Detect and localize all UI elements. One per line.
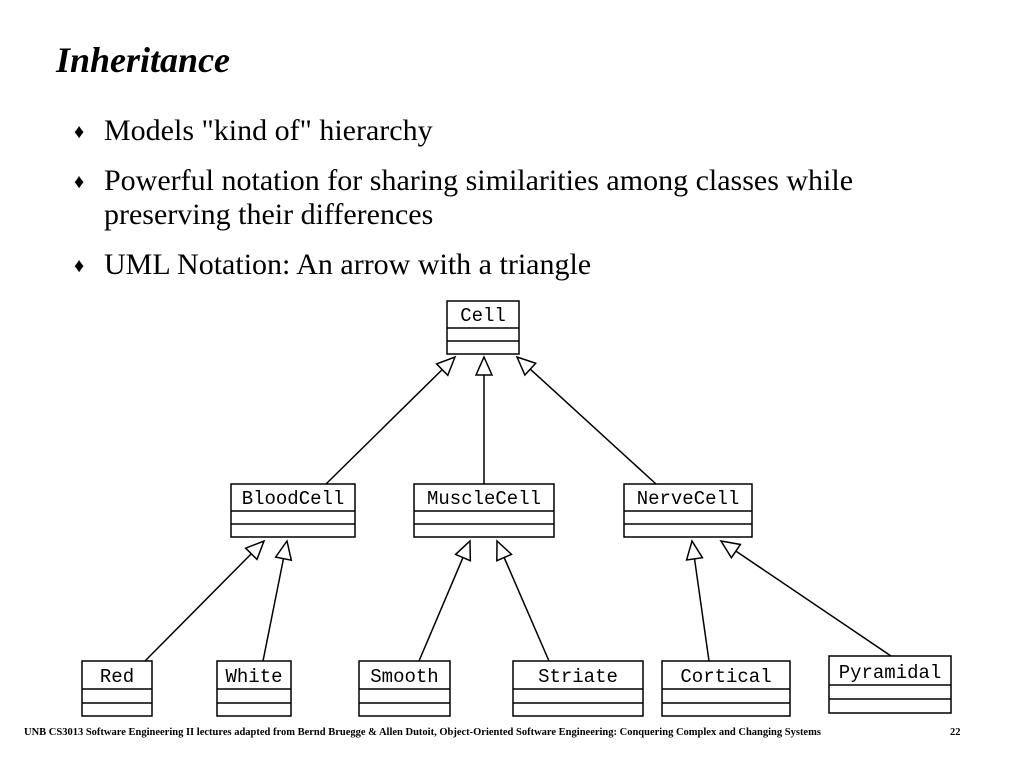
bullet-text: UML Notation: An arrow with a triangle [104, 248, 592, 281]
class-name-cell: Cell [460, 305, 506, 327]
class-name-white: White [225, 666, 282, 688]
generalization-line-white-bloodcell [262, 558, 285, 662]
generalization-triangle-icon [474, 355, 494, 376]
generalization-line-cortical-nervecell [693, 558, 710, 662]
diamond-bullet-icon: ♦ [74, 255, 85, 277]
generalization-triangle-icon [496, 539, 513, 562]
page-number: 22 [950, 727, 961, 738]
generalization-line-nervecell-cell [529, 368, 657, 485]
generalization-triangle-icon [274, 539, 293, 562]
class-name-pyramidal: Pyramidal [839, 662, 942, 684]
generalization-line-striate-musclecell [503, 557, 550, 662]
slide-title: Inheritance [56, 40, 231, 80]
footer-citation: UNB CS3013 Software Engineering II lectu… [24, 727, 821, 738]
class-name-striate: Striate [538, 666, 618, 688]
class-name-bloodcell: BloodCell [242, 488, 345, 510]
bullet-item: ♦ Models "kind of" hierarchy [72, 114, 972, 148]
generalization-triangle-icon [719, 539, 742, 560]
class-name-cortical: Cortical [680, 666, 771, 688]
generalization-line-pyramidal-nervecell [735, 550, 892, 657]
class-name-smooth: Smooth [370, 666, 438, 688]
generalization-triangle-icon [454, 539, 472, 562]
generalization-line-smooth-musclecell [418, 557, 464, 662]
generalization-line-bloodcell-cell [325, 369, 443, 485]
class-name-red: Red [100, 666, 134, 688]
bullet-item: ♦ Powerful notation for sharing similari… [72, 164, 972, 232]
class-name-nervecell: NerveCell [637, 488, 740, 510]
generalization-triangle-icon [435, 355, 457, 377]
bullet-text: Powerful notation for sharing similariti… [104, 164, 854, 231]
generalization-triangle-icon [685, 539, 704, 561]
generalization-triangle-icon [244, 539, 266, 561]
generalization-line-red-bloodcell [144, 553, 252, 662]
bullet-text: Models "kind of" hierarchy [104, 114, 433, 147]
generalization-triangle-icon [515, 355, 538, 377]
bullet-item: ♦ UML Notation: An arrow with a triangle [72, 248, 972, 282]
bullet-list: ♦ Models "kind of" hierarchy ♦ Powerful … [72, 114, 972, 298]
diamond-bullet-icon: ♦ [74, 171, 85, 193]
diamond-bullet-icon: ♦ [74, 121, 85, 143]
class-name-musclecell: MuscleCell [427, 488, 541, 510]
